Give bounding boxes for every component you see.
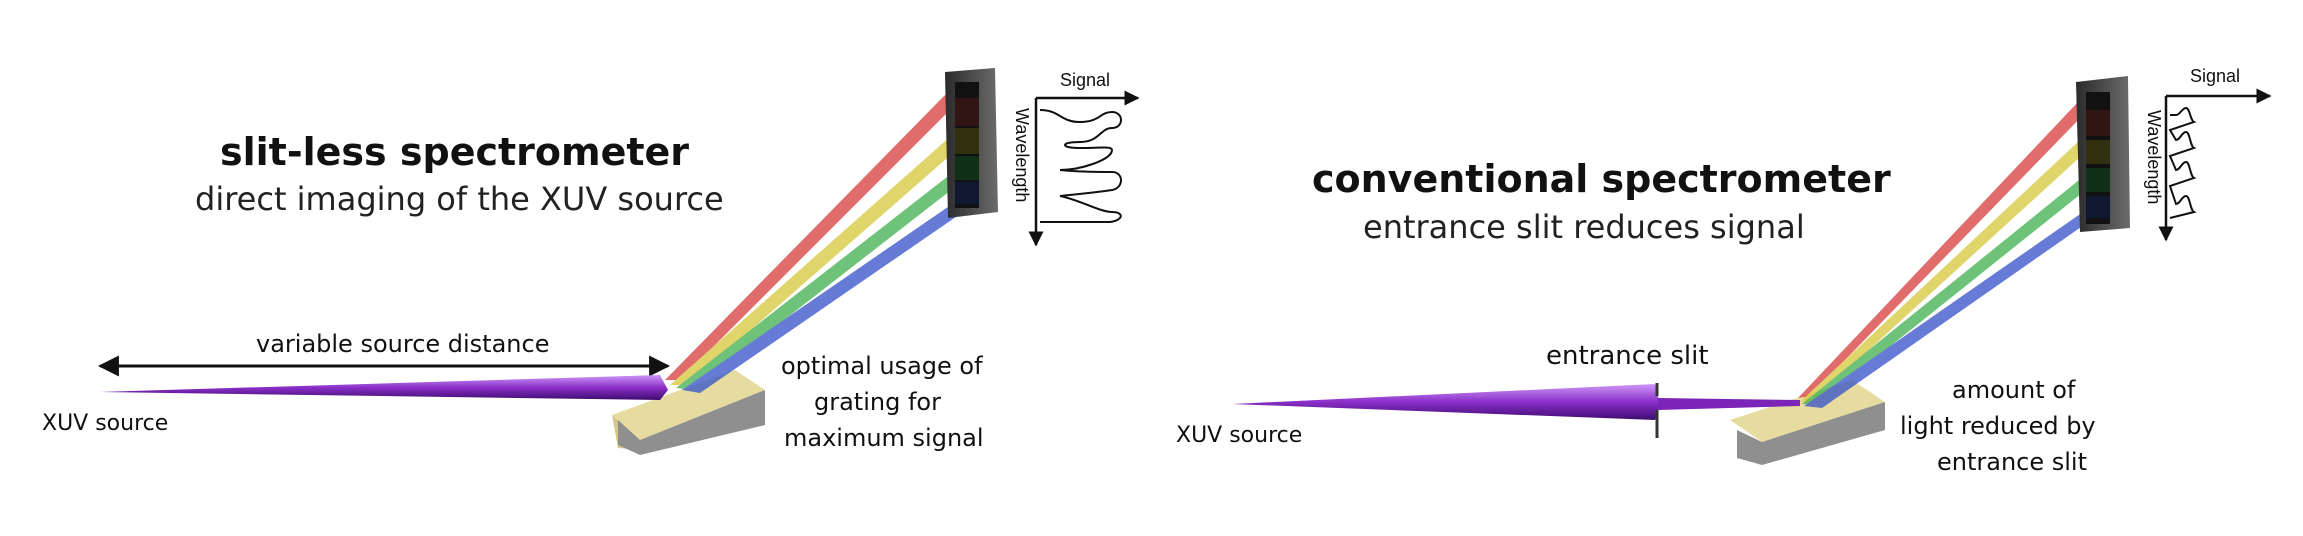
left-signal-peaks xyxy=(1039,109,1122,223)
right-grating-note: amount of light reduced by entrance slit xyxy=(1900,376,2096,476)
left-xuv-beam xyxy=(100,375,668,400)
right-title: conventional spectrometer xyxy=(1312,157,1891,201)
right-signal-axis-label: Signal xyxy=(2190,66,2240,86)
right-detector xyxy=(2076,76,2130,232)
right-signal-peaks xyxy=(2168,106,2197,219)
right-grating-note-line-3: entrance slit xyxy=(1937,448,2087,476)
left-wavelength-axis-label: Wavelength xyxy=(1012,108,1032,202)
left-grating xyxy=(612,370,765,455)
right-slit-beam xyxy=(1658,398,1800,410)
left-grating-note-line-2: grating for xyxy=(814,388,941,416)
left-title: slit-less spectrometer xyxy=(220,130,689,174)
left-subtitle: direct imaging of the XUV source xyxy=(195,180,724,218)
right-subtitle: entrance slit reduces signal xyxy=(1363,208,1805,246)
left-source-label: XUV source xyxy=(42,411,168,436)
source-distance-label: variable source distance xyxy=(256,330,549,358)
right-grating-note-line-1: amount of xyxy=(1952,376,2076,404)
right-xuv-beam xyxy=(1232,384,1660,420)
right-wavelength-axis-label: Wavelength xyxy=(2144,110,2164,204)
left-signal-plot: Signal Wavelength xyxy=(1012,70,1140,247)
left-panel: slit-less spectrometer direct imaging of… xyxy=(42,68,1140,455)
left-grating-note: optimal usage of grating for maximum sig… xyxy=(781,352,984,452)
left-grating-note-line-3: maximum signal xyxy=(784,424,984,452)
left-grating-note-line-1: optimal usage of xyxy=(781,352,983,380)
right-panel: conventional spectrometer entrance slit … xyxy=(1176,66,2272,476)
right-slit-label: entrance slit xyxy=(1546,341,1709,371)
left-spectrum-beams xyxy=(665,95,966,393)
right-grating-note-line-2: light reduced by xyxy=(1900,412,2096,440)
right-spectrum-beams xyxy=(1798,102,2094,408)
right-grating xyxy=(1730,380,1885,465)
right-source-label: XUV source xyxy=(1176,423,1302,448)
left-signal-axis-label: Signal xyxy=(1060,70,1110,90)
left-detector xyxy=(945,68,998,218)
right-signal-plot: Signal Wavelength xyxy=(2144,66,2272,242)
